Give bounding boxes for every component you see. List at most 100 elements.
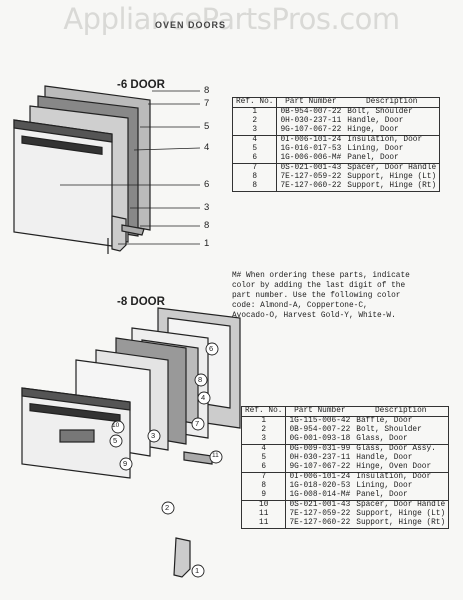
description-header: Description — [353, 406, 449, 417]
description-cell: Baffle, Door — [356, 417, 413, 425]
part-number-cell: 1G-018-020-53 — [289, 482, 351, 490]
note-line: color by adding the last digit of the — [232, 282, 406, 290]
description-cell: Support, Hinge (Rt) — [347, 182, 437, 190]
description-cell: Panel, Door — [347, 154, 399, 162]
description-cell: Support, Hinge (Lt) — [356, 510, 446, 518]
ref-no-cell: 1 — [232, 107, 278, 117]
ref-no-cell: 11 — [241, 519, 287, 529]
description-cell: Handle, Door — [347, 117, 404, 125]
part-number-cell: 0B-954-007-22 — [280, 108, 342, 116]
ref-no-cell: 2 — [241, 426, 287, 435]
part-number-cell: 9G-107-067-22 — [280, 126, 342, 134]
description-cell: Bolt, Shoulder — [347, 108, 413, 116]
ref-no-cell: 9 — [241, 491, 287, 501]
part-number-cell: 0G-009-031-99 — [285, 444, 354, 454]
door6-callout-1: 8 — [204, 85, 210, 96]
ref-no-cell: 4 — [241, 444, 287, 454]
description-cell: Hinge, Door — [347, 126, 399, 134]
description-cell: Spacer, Door Handle — [344, 163, 440, 173]
ref-no-header: Ref. No. — [232, 97, 278, 108]
description-cell: Hinge, Oven Door — [356, 463, 432, 471]
description-cell: Handle, Door — [356, 454, 413, 462]
color-code-note: M# When ordering these parts, indicate c… — [232, 271, 460, 321]
description-cell: Support, Hinge (Lt) — [347, 173, 437, 181]
description-cell: Insulation, Door — [353, 472, 449, 482]
ref-no-cell: 4 — [232, 135, 278, 145]
door8-hinge-support — [183, 451, 213, 465]
ref-no-cell: 3 — [241, 435, 287, 445]
door8-handle — [29, 403, 121, 423]
description-cell: Glass, Door — [356, 435, 408, 443]
part-number-cell: 1G-006-006-M# — [280, 154, 342, 162]
door8-callout-5: 10 — [112, 422, 120, 429]
description-cell: Lining, Door — [356, 482, 413, 490]
part-number-cell: 0I-006-101-24 — [276, 135, 345, 145]
ref-no-cell: 8 — [241, 482, 287, 491]
part-number-cell: 0H-030-237-11 — [280, 117, 342, 125]
part-number-cell: 7E-127-060-22 — [280, 182, 342, 190]
door6-hinge-support — [121, 224, 145, 236]
watermark: AppliancePartsPros.com — [63, 2, 400, 36]
part-number-header: Part Number — [285, 406, 354, 417]
door8-callout-2: 8 — [198, 375, 203, 384]
door6-callout-7: 8 — [204, 220, 210, 231]
part-number-cell: 0S-021-001-43 — [285, 500, 354, 510]
part-number-cell: 0H-030-237-11 — [289, 454, 351, 462]
part-number-cell: 1G-016-017-53 — [280, 145, 342, 153]
ref-no-header: Ref. No. — [241, 406, 287, 417]
note-line: code: Almond-A, Coppertone-C, — [232, 302, 368, 310]
door8-hinge — [173, 537, 191, 578]
description-cell: Panel, Door — [356, 491, 408, 499]
page-header: OVEN DOORS — [155, 20, 227, 30]
part-number-cell: 0G-001-093-18 — [289, 435, 351, 443]
door8-callout-4: 7 — [195, 419, 200, 428]
note-line: Avocado-O, Harvest Gold-Y, White-W. — [232, 312, 396, 320]
ref-no-cell: 7 — [241, 472, 287, 482]
part-number-cell: 1G-008-014-M# — [289, 491, 351, 499]
door6-callout-3: 5 — [204, 121, 210, 132]
door8-callout-7: 3 — [151, 431, 156, 440]
ref-no-cell: 1 — [241, 416, 287, 426]
door8-callout-6: 5 — [113, 436, 118, 445]
note-line: part number. Use the following color — [232, 292, 401, 300]
door8-window — [59, 429, 95, 443]
door6-callout-6: 3 — [204, 202, 210, 213]
door8-callout-11: 1 — [195, 566, 200, 575]
door6-handle — [21, 135, 103, 156]
description-cell: Glass, Door Assy. — [353, 444, 449, 454]
ref-no-cell: 3 — [232, 126, 278, 136]
part-number-cell: 7E-127-059-22 — [280, 173, 342, 181]
description-cell: Support, Hinge (Rt) — [356, 519, 446, 527]
ref-no-cell: 7 — [232, 163, 278, 173]
description-cell: Insulation, Door — [344, 135, 440, 145]
ref-no-cell: 5 — [241, 454, 287, 463]
door6-title: -6 DOOR — [117, 79, 165, 91]
door6-callout-2: 7 — [204, 98, 210, 109]
part-number-cell: 1G-115-006-42 — [289, 417, 351, 425]
door8-callout-9: 11 — [212, 452, 219, 459]
ref-no-cell: 8 — [232, 182, 278, 192]
ref-no-cell: 11 — [241, 510, 287, 519]
ref-no-cell: 5 — [232, 145, 278, 154]
